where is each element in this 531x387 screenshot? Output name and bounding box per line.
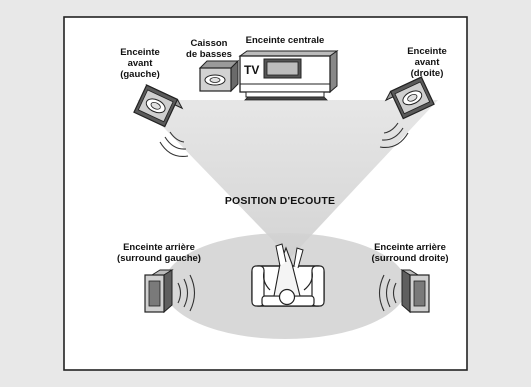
listener-on-sofa: [251, 243, 325, 307]
center-speaker-label: Enceinte centrale: [245, 35, 325, 46]
rear-right-sound-waves: [378, 274, 397, 312]
front-right-sound-waves: [379, 122, 409, 148]
subwoofer-label: Caisson de basses: [186, 38, 232, 60]
tv-label: TV: [244, 63, 260, 77]
front-left-speaker: [133, 83, 184, 128]
front-sound-cone: [137, 100, 438, 258]
tv-center-speaker-unit: [238, 50, 339, 101]
subwoofer-speaker: [198, 59, 240, 93]
rear-left-sound-waves: [177, 274, 196, 312]
front-left-sound-waves: [159, 131, 189, 157]
front-left-speaker-label: Enceinte avant (gauche): [120, 47, 160, 80]
front-right-speaker: [384, 75, 435, 120]
front-right-speaker-label: Enceinte avant (droite): [407, 46, 447, 79]
rear-left-speaker-label: Enceinte arrière (surround gauche): [117, 242, 201, 264]
rear-right-speaker: [400, 269, 430, 314]
rear-right-speaker-label: Enceinte arrière (surround droite): [371, 242, 449, 264]
rear-left-speaker: [144, 269, 174, 314]
listening-position-label: POSITION D'ECOUTE: [224, 195, 336, 207]
